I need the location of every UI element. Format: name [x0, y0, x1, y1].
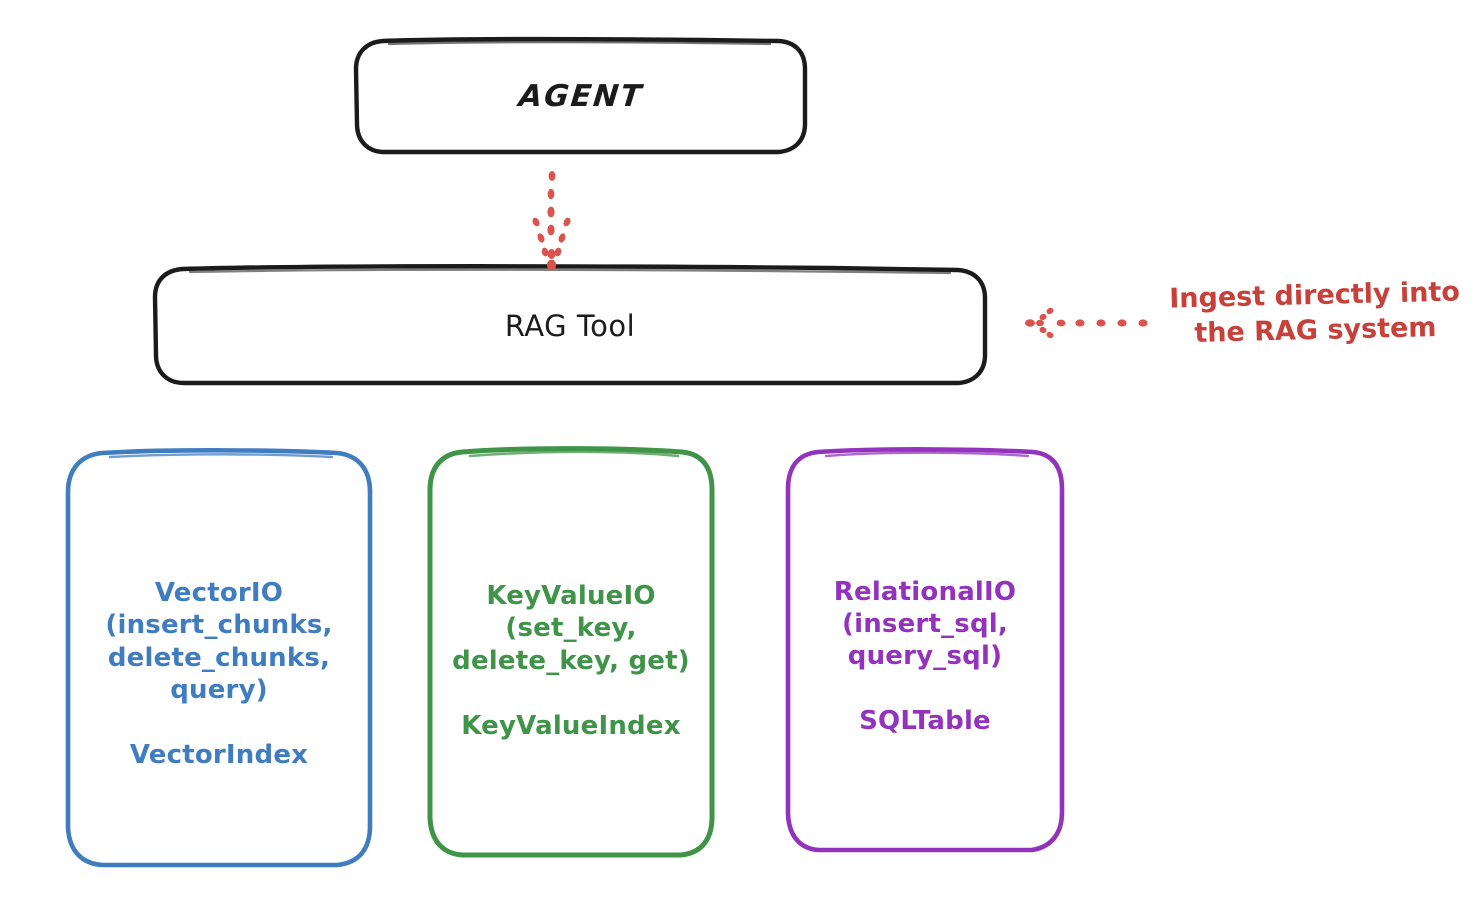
key-value-io-box-outline: [427, 446, 715, 858]
rag-tool-node[interactable]: RAG Tool: [155, 268, 985, 383]
relational-io-box-outline: [785, 447, 1065, 853]
agent-box-outline: [353, 36, 808, 155]
vector-io-title: VectorIO (insert_chunks, delete_chunks, …: [105, 578, 333, 705]
ingest-arrow: [1025, 307, 1148, 339]
vector-io-body: VectorIO (insert_chunks, delete_chunks, …: [105, 577, 332, 770]
key-value-io-node[interactable]: KeyValueIO (set_key, delete_key, get) Ke…: [430, 450, 712, 855]
agent-to-rag-arrow: [532, 171, 571, 271]
agent-node[interactable]: AGENT: [356, 40, 806, 152]
agent-label: AGENT: [517, 78, 645, 114]
relational-io-title: RelationalIO (insert_sql, query_sql): [833, 576, 1017, 672]
rag-tool-label: RAG Tool: [504, 308, 636, 343]
vector-index-label: VectorIndex: [129, 739, 309, 770]
relational-io-body: RelationalIO (insert_sql, query_sql) SQL…: [834, 576, 1016, 737]
ingest-annotation-text: Ingest directly into the RAG system: [1168, 276, 1461, 349]
relational-io-node[interactable]: RelationalIO (insert_sql, query_sql) SQL…: [788, 450, 1062, 850]
key-value-io-title: KeyValueIO (set_key, delete_key, get): [452, 581, 690, 676]
vector-io-node[interactable]: VectorIO (insert_chunks, delete_chunks, …: [68, 452, 370, 865]
sql-table-label: SQLTable: [859, 706, 991, 737]
vector-io-box-outline: [65, 448, 373, 868]
key-value-io-body: KeyValueIO (set_key, delete_key, get) Ke…: [452, 580, 690, 741]
rag-tool-box-outline: [152, 264, 988, 386]
key-value-index-label: KeyValueIndex: [461, 710, 681, 741]
